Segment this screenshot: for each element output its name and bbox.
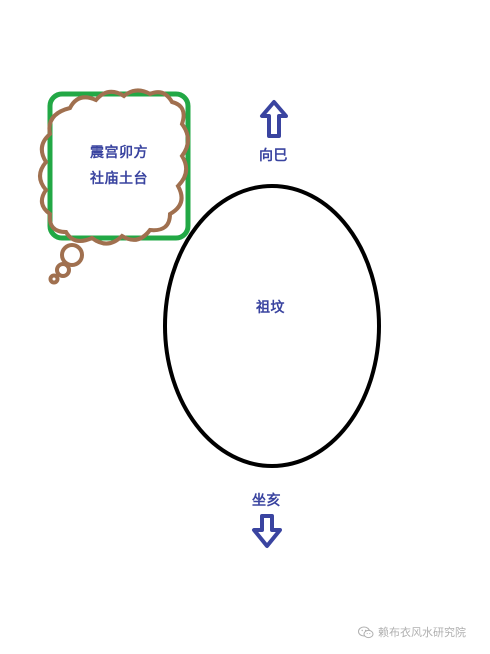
thought-bubble-small [48,273,60,285]
arrow-up-icon [260,100,288,138]
thought-bubble-large [60,243,84,267]
thought-cloud [38,88,190,285]
green-square [47,91,191,241]
cloud-label-line1: 震宫卯方 [90,145,148,161]
wechat-icon [358,626,374,638]
thought-bubble-medium [55,262,71,278]
cloud-label-line2: 社庙土台 [90,171,148,187]
grave-ellipse [163,184,381,468]
grave-label: 祖坟 [256,300,285,316]
direction-bottom-label: 坐亥 [252,493,281,509]
watermark: 赖布衣风水研究院 [358,624,466,640]
watermark-text: 赖布衣风水研究院 [378,626,466,639]
direction-top-label: 向巳 [259,148,288,164]
arrow-down-icon [252,514,282,548]
